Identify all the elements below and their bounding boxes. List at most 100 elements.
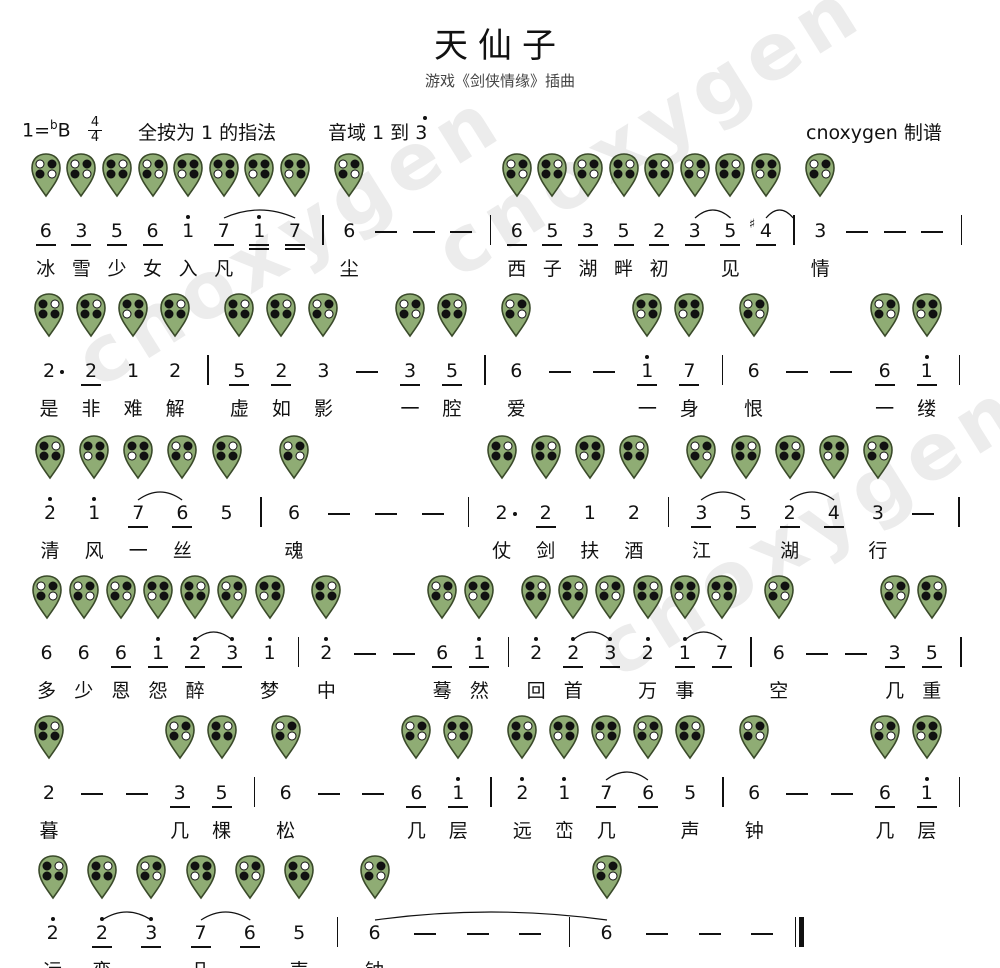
note-digit: 2: [189, 642, 202, 664]
slur-mark: [684, 631, 723, 641]
jianpu-note: 2: [509, 777, 535, 804]
bar-line: [322, 215, 324, 245]
underline-beam: [172, 526, 193, 528]
ocarina-fingering-icon: [401, 715, 432, 760]
note-digit: 6: [642, 782, 655, 804]
jianpu-note: 6: [281, 502, 307, 524]
ocarina-fingering-icon: [123, 435, 154, 480]
lyric-char: 情: [810, 258, 830, 280]
hold-dash: [421, 513, 444, 515]
jianpu-note: 2: [40, 917, 66, 944]
lyric-char: 层: [448, 820, 468, 842]
underline-beam: [779, 526, 800, 528]
hold-dash: [450, 231, 473, 233]
octave-dot-high: [477, 637, 482, 641]
bar-line: [490, 777, 492, 807]
jianpu-note: 3: [882, 642, 908, 668]
lyric-char: 几: [596, 820, 616, 842]
jianpu-note: 6: [741, 360, 767, 382]
note-digit: 3: [871, 502, 884, 524]
jianpu-note: 1: [81, 497, 107, 524]
jianpu-note: 3: [219, 637, 245, 668]
slur-mark: [374, 911, 607, 921]
octave-dot-high: [149, 917, 154, 921]
slur-mark: [194, 631, 233, 641]
ocarina-fingering-icon: [738, 293, 769, 338]
note-digit: 6: [368, 922, 381, 944]
jianpu-note: 2: [533, 502, 559, 528]
underline-beam: [613, 244, 634, 246]
bar-line: [958, 497, 960, 527]
ocarina-fingering-icon: [224, 293, 255, 338]
note-digit: 6: [510, 360, 523, 382]
ocarina-fingering-icon: [280, 153, 310, 198]
lyric-char: 棵: [212, 820, 232, 842]
hold-dash: [912, 513, 935, 515]
octave-dot-high: [99, 917, 104, 921]
hold-dash: [806, 653, 828, 655]
lyric-char: 回: [526, 680, 546, 702]
jianpu-note: 1: [914, 777, 940, 808]
note-digit: 2: [627, 502, 640, 524]
jianpu-note: 2: [777, 502, 803, 528]
underline-beam: [684, 244, 705, 246]
ocarina-fingering-icon: [707, 575, 737, 620]
lyric-char: 如: [271, 398, 291, 420]
lyric-char: 扶: [580, 540, 600, 562]
lyric-char: 中: [316, 680, 336, 702]
octave-dot-high: [924, 777, 929, 781]
lyric-char: 少: [107, 258, 127, 280]
jianpu-note: 7: [709, 642, 735, 668]
octave-dot-high: [924, 355, 929, 359]
underline-beam: [128, 526, 149, 528]
key-prefix: 1=: [22, 119, 51, 142]
lyric-char: 几: [186, 956, 216, 968]
underline-beam: [169, 806, 190, 808]
hold-dash: [392, 653, 415, 655]
hold-dash: [698, 933, 721, 935]
underline-beam: [674, 666, 695, 668]
lyric-char: 少: [74, 680, 94, 702]
meter-bottom: 4: [90, 130, 100, 145]
note-digit: 5: [293, 922, 306, 944]
ocarina-fingering-icon: [244, 153, 275, 198]
slur-mark: [701, 491, 746, 501]
jianpu-note: 1: [577, 502, 603, 524]
ocarina-fingering-icon: [537, 153, 568, 198]
ocarina-fingering-icon: [591, 715, 622, 760]
jianpu-note: 7: [593, 782, 619, 808]
jianpu-note: 4♯: [749, 217, 779, 246]
jianpu-note: 5: [104, 220, 130, 246]
ocarina-fingering-icon: [254, 575, 285, 620]
lyric-char: 松: [276, 820, 296, 842]
jianpu-note: 5: [733, 502, 759, 528]
underline-beam: [755, 244, 776, 246]
jianpu-note: 6: [503, 360, 529, 382]
bar-line: [958, 355, 961, 385]
note-digit: 5: [220, 502, 233, 524]
ocarina-fingering-icon: [507, 715, 538, 760]
lyric-char: 湖: [578, 258, 598, 280]
octave-dot-high: [645, 355, 650, 359]
note-digit: 6: [878, 360, 891, 382]
note-digit: 4: [759, 220, 772, 242]
ocarina-fingering-icon: [818, 435, 849, 480]
lyric-char: 峦: [87, 956, 117, 968]
jianpu-note: 6: [237, 922, 263, 948]
underline-beam: [577, 244, 598, 246]
key-signature: 1=bB: [22, 118, 71, 141]
meter-top: 4: [88, 116, 102, 131]
octave-dot-high: [682, 637, 687, 641]
ocarina-fingering-icon: [235, 855, 265, 900]
hold-dash: [548, 371, 571, 373]
ocarina-fingering-icon: [739, 715, 770, 760]
jianpu-note: 2: [635, 637, 661, 664]
note-digit: 2: [275, 360, 288, 382]
underline-beam: [399, 384, 420, 386]
note-digit: 1: [920, 782, 933, 804]
ocarina-fingering-icon: [595, 575, 626, 620]
jianpu-note: 5: [226, 360, 252, 386]
ocarina-fingering-icon: [66, 153, 97, 198]
note-digit: 6: [343, 220, 356, 242]
note-digit: 3: [403, 360, 417, 382]
